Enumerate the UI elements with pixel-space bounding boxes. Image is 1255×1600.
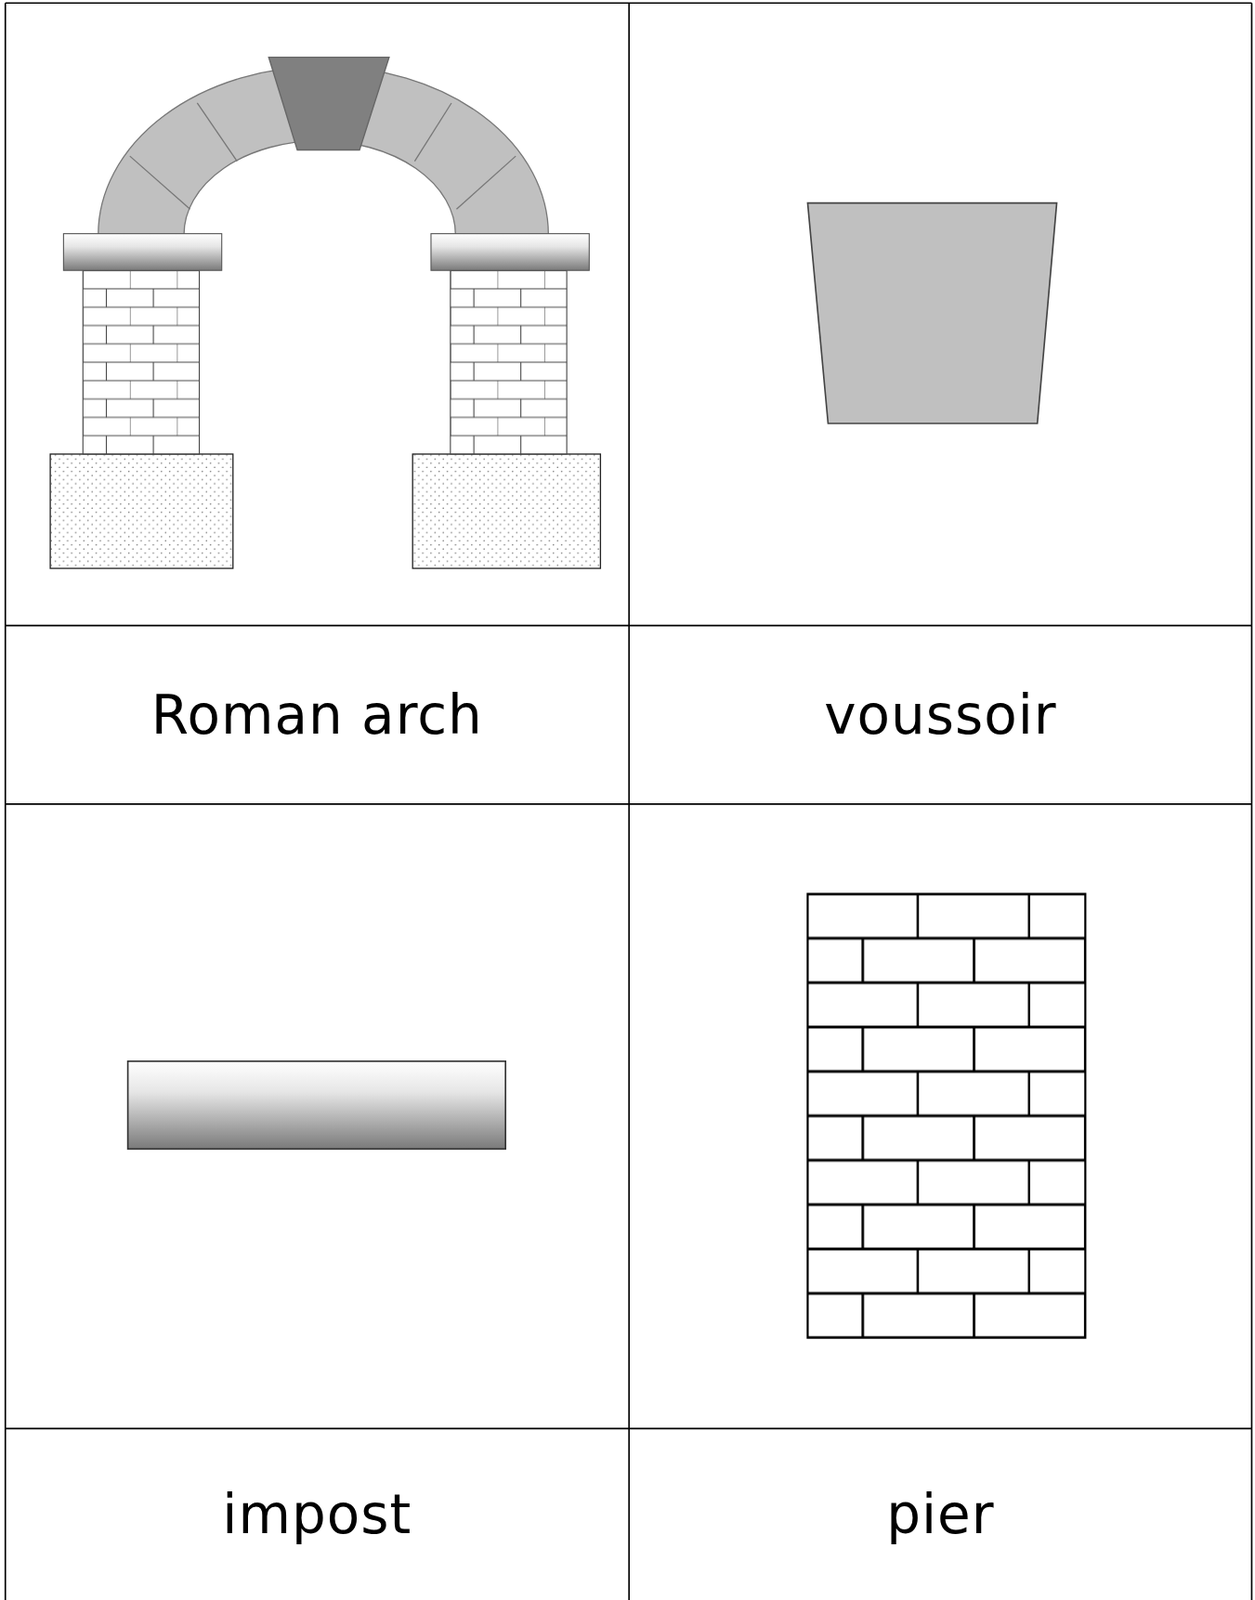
pier-figure xyxy=(807,894,1086,1339)
roman-arch-figure xyxy=(50,57,601,570)
card-label-cell: impost xyxy=(4,1429,629,1600)
card-label: impost xyxy=(222,1483,412,1547)
card-label-cell: voussoir xyxy=(628,626,1253,805)
card-label: voussoir xyxy=(823,683,1057,747)
card-label-cell: Roman arch xyxy=(4,626,629,805)
card-label-cell: pier xyxy=(628,1429,1253,1600)
card-grid xyxy=(5,2,1253,1600)
impost-figure xyxy=(128,1061,507,1151)
card-label: pier xyxy=(886,1483,994,1547)
card-label: Roman arch xyxy=(151,683,484,747)
voussoir-figure xyxy=(807,203,1057,424)
